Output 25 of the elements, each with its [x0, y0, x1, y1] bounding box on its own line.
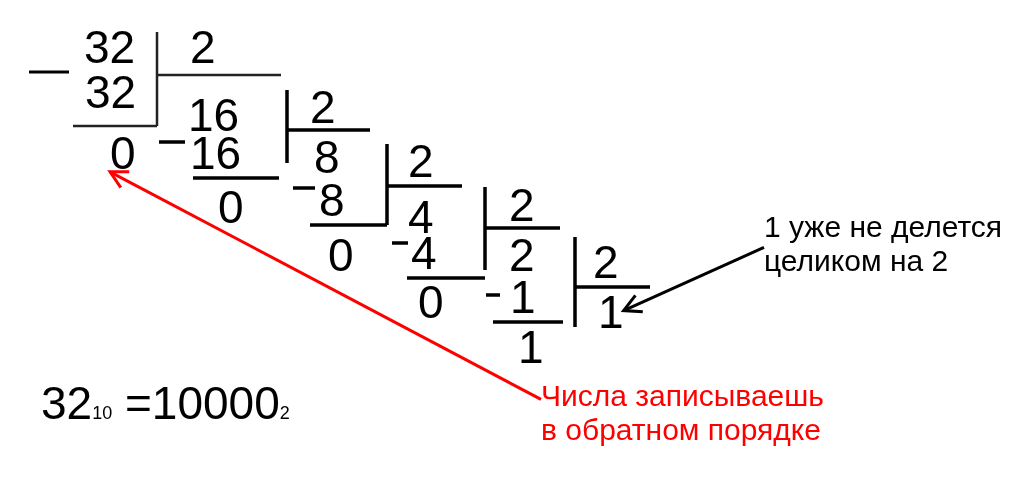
- annotation-note: 1 уже не делется целиком на 2: [764, 210, 1016, 278]
- remainder-number: 1: [518, 329, 544, 366]
- quotient-number: 16: [188, 97, 240, 134]
- dividend-number: 32: [84, 29, 136, 66]
- divisor-number: 2: [310, 89, 336, 126]
- divisor-number: 2: [190, 29, 216, 66]
- remainder-number: 0: [218, 189, 244, 226]
- annotation-note: Числа записываешь в обратном порядке: [541, 379, 831, 447]
- quotient-number: 2: [509, 237, 535, 274]
- divisor-number: 2: [408, 143, 434, 180]
- remainder-number: 0: [328, 237, 354, 274]
- product-number: 8: [319, 182, 345, 219]
- arrow: [622, 246, 765, 314]
- product-number: 1: [510, 279, 536, 316]
- quotient-number: 4: [408, 199, 434, 236]
- remainder-number: 0: [110, 135, 136, 172]
- product-number: 16: [190, 135, 242, 172]
- product-number: 32: [85, 74, 137, 111]
- remainder-number: 0: [418, 284, 444, 321]
- quotient-number: 8: [314, 139, 340, 176]
- divisor-number: 2: [509, 187, 535, 224]
- divisor-number: 2: [593, 244, 619, 281]
- quotient-number: 1: [598, 294, 624, 331]
- product-number: 4: [411, 235, 437, 272]
- arrow: [108, 170, 542, 401]
